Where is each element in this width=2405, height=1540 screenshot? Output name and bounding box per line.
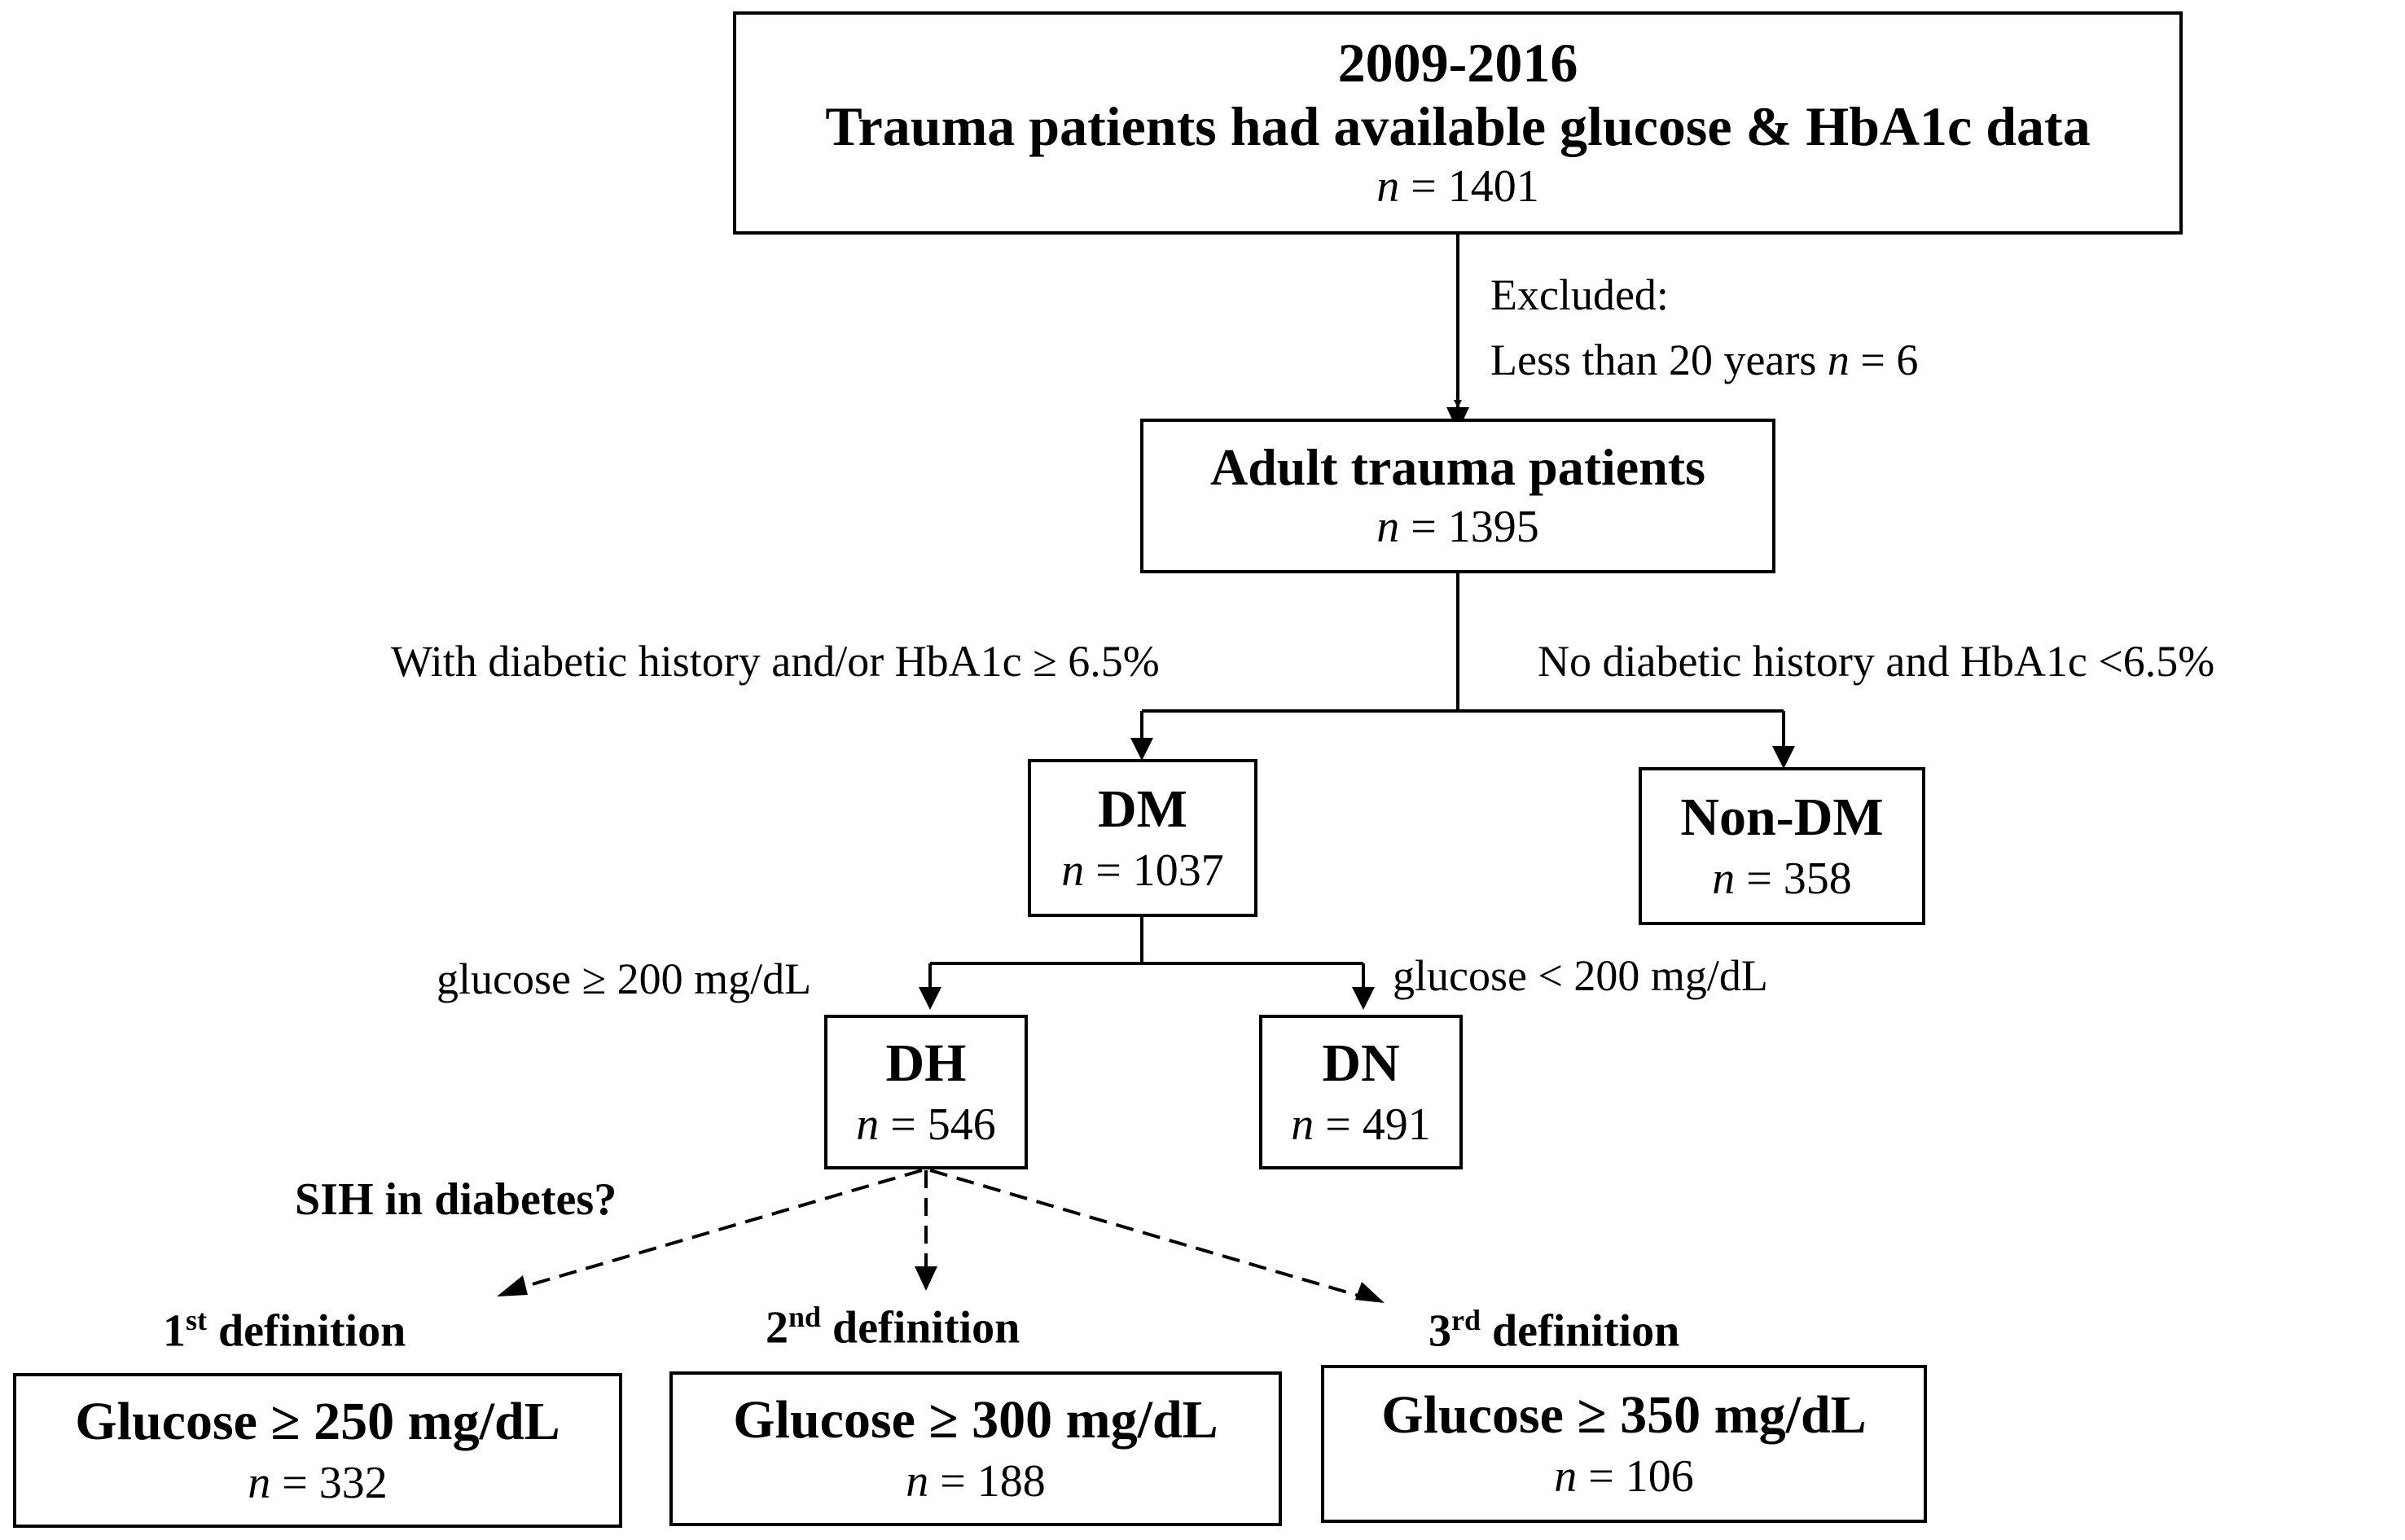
- sih-question-label: SIH in diabetes?: [295, 1174, 617, 1225]
- box-definition-2: Glucose ≥ 300 mg/dL n = 188: [669, 1371, 1282, 1526]
- top-box-count: n = 1401: [1376, 161, 1539, 213]
- box-dn: DN n = 491: [1259, 1015, 1463, 1169]
- non-dm-box-title: Non-DM: [1680, 788, 1884, 848]
- dn-box-count: n = 491: [1291, 1099, 1431, 1150]
- dashed-arrow-def1: [509, 1169, 923, 1292]
- glucose-high-label: glucose ≥ 200 mg/dL: [437, 954, 812, 1003]
- dh-box-title: DH: [885, 1033, 967, 1094]
- definition-2-label: 2nd definition: [766, 1301, 1020, 1354]
- definition-2-count: n = 188: [906, 1455, 1046, 1507]
- dh-box-count: n = 546: [856, 1099, 996, 1150]
- adult-box-title: Adult trauma patients: [1209, 437, 1706, 496]
- definition-3-label: 3rd definition: [1429, 1304, 1680, 1357]
- box-dm: DM n = 1037: [1028, 759, 1257, 917]
- arrowhead-def1: [497, 1275, 528, 1296]
- arrowhead-def2: [915, 1266, 937, 1291]
- arrowhead-non-dm: [1772, 746, 1795, 769]
- definition-3-criterion: Glucose ≥ 350 mg/dL: [1381, 1385, 1867, 1446]
- arrowhead-dm: [1130, 738, 1153, 761]
- dn-box-title: DN: [1322, 1033, 1400, 1094]
- period-label: 2009-2016: [1337, 31, 1578, 94]
- box-definition-3: Glucose ≥ 350 mg/dL n = 106: [1321, 1365, 1927, 1523]
- definition-2-criterion: Glucose ≥ 300 mg/dL: [733, 1390, 1218, 1450]
- with-diabetes-label: With diabetic history and/or HbA1c ≥ 6.5…: [391, 637, 1160, 686]
- non-dm-box-count: n = 358: [1712, 853, 1852, 904]
- dm-box-count: n = 1037: [1061, 845, 1224, 896]
- arrowhead-def3: [1355, 1282, 1385, 1303]
- arrowhead-dh: [919, 987, 941, 1010]
- box-dh: DH n = 546: [824, 1015, 1028, 1169]
- top-box-title: Trauma patients had available glucose & …: [825, 95, 2091, 157]
- box-definition-1: Glucose ≥ 250 mg/dL n = 332: [13, 1373, 622, 1528]
- adult-box-count: n = 1395: [1376, 502, 1539, 553]
- definition-1-label: 1st definition: [163, 1304, 406, 1357]
- arrowhead-dn: [1352, 987, 1375, 1010]
- definition-3-count: n = 106: [1554, 1450, 1694, 1502]
- box-non-dm: Non-DM n = 358: [1639, 767, 1925, 925]
- excluded-heading: Excluded:: [1490, 270, 1669, 319]
- box-adult-trauma-patients: Adult trauma patients n = 1395: [1140, 419, 1775, 573]
- dashed-arrow-def3: [929, 1169, 1371, 1301]
- glucose-low-label: glucose < 200 mg/dL: [1393, 951, 1768, 1000]
- dm-box-title: DM: [1098, 779, 1187, 840]
- excluded-reason: Less than 20 years n = 6: [1490, 336, 1919, 384]
- definition-1-criterion: Glucose ≥ 250 mg/dL: [75, 1392, 560, 1452]
- box-all-trauma-patients: 2009-2016 Trauma patients had available …: [733, 11, 2183, 235]
- no-diabetes-label: No diabetic history and HbA1c <6.5%: [1538, 637, 2215, 686]
- definition-1-count: n = 332: [248, 1457, 388, 1508]
